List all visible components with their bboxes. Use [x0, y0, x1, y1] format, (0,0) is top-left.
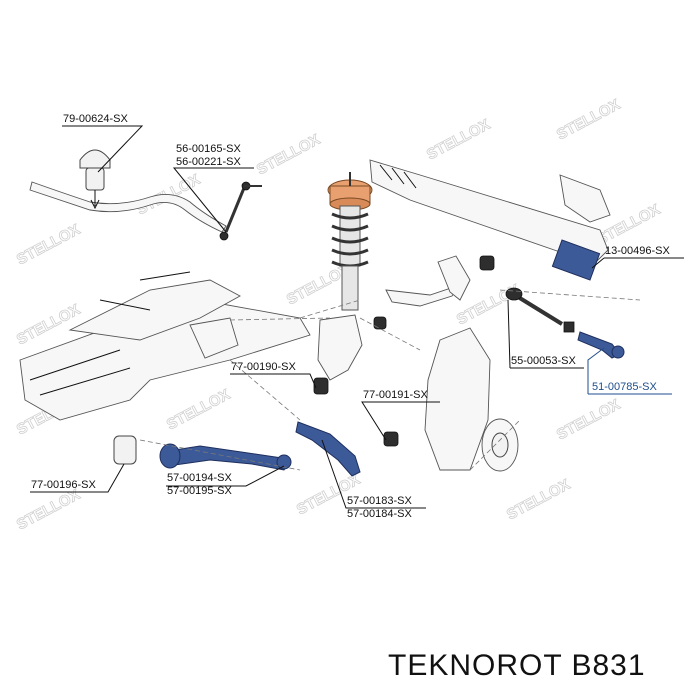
upper-control-arm — [373, 255, 495, 330]
watermark: STELLOX — [254, 131, 323, 178]
label-79-00624: 79-00624-SX — [63, 113, 128, 125]
lower-arms — [113, 377, 399, 477]
footer-title: TEKNOROT B831 — [388, 649, 646, 682]
upper-arm-bushing-front — [373, 316, 387, 330]
callout-leaders — [30, 125, 684, 509]
tension-strut-bushing — [113, 435, 137, 465]
label-57-00195: 57-00195-SX — [167, 485, 232, 497]
upper-arm-bushing-rear — [479, 255, 495, 271]
watermark: STELLOX — [14, 221, 83, 268]
label-55-00053: 55-00053-SX — [511, 355, 576, 367]
label-57-00194: 57-00194-SX — [167, 472, 232, 484]
stabilizer-bar — [29, 149, 227, 233]
watermark: STELLOX — [14, 486, 83, 533]
watermark: STELLOX — [554, 96, 623, 143]
stabilizer-link — [219, 181, 262, 241]
stabilizer-bushing — [85, 167, 105, 191]
label-77-00196: 77-00196-SX — [31, 479, 96, 491]
label-77-00191: 77-00191-SX — [363, 389, 428, 401]
steering-knuckle — [317, 314, 519, 472]
tie-rod-end — [577, 331, 621, 359]
steering-rack — [369, 159, 611, 281]
lower-arm-bushing-rear — [383, 431, 399, 447]
label-57-00184: 57-00184-SX — [347, 508, 412, 520]
subframe — [19, 271, 311, 421]
tie-rod — [505, 287, 625, 359]
watermark: STELLOX — [424, 116, 493, 163]
watermark: STELLOX — [164, 386, 233, 433]
label-56-00221: 56-00221-SX — [176, 156, 241, 168]
assembly-dashes — [139, 289, 641, 471]
part-labels: 79-00624-SX 56-00165-SX 56-00221-SX 13-0… — [31, 113, 670, 520]
watermark: STELLOX — [504, 476, 573, 523]
label-13-00496: 13-00496-SX — [605, 245, 670, 257]
rack-boot — [551, 239, 601, 281]
label-51-00785: 51-00785-SX — [592, 381, 657, 393]
label-77-00190: 77-00190-SX — [231, 361, 296, 373]
strut-assembly — [327, 172, 373, 311]
lower-arm-bushing-front — [313, 377, 329, 395]
label-57-00183: 57-00183-SX — [347, 495, 412, 507]
watermark: STELLOX — [554, 396, 623, 443]
thrust-arm — [295, 421, 361, 477]
label-56-00165: 56-00165-SX — [176, 143, 241, 155]
tension-strut — [161, 445, 291, 471]
